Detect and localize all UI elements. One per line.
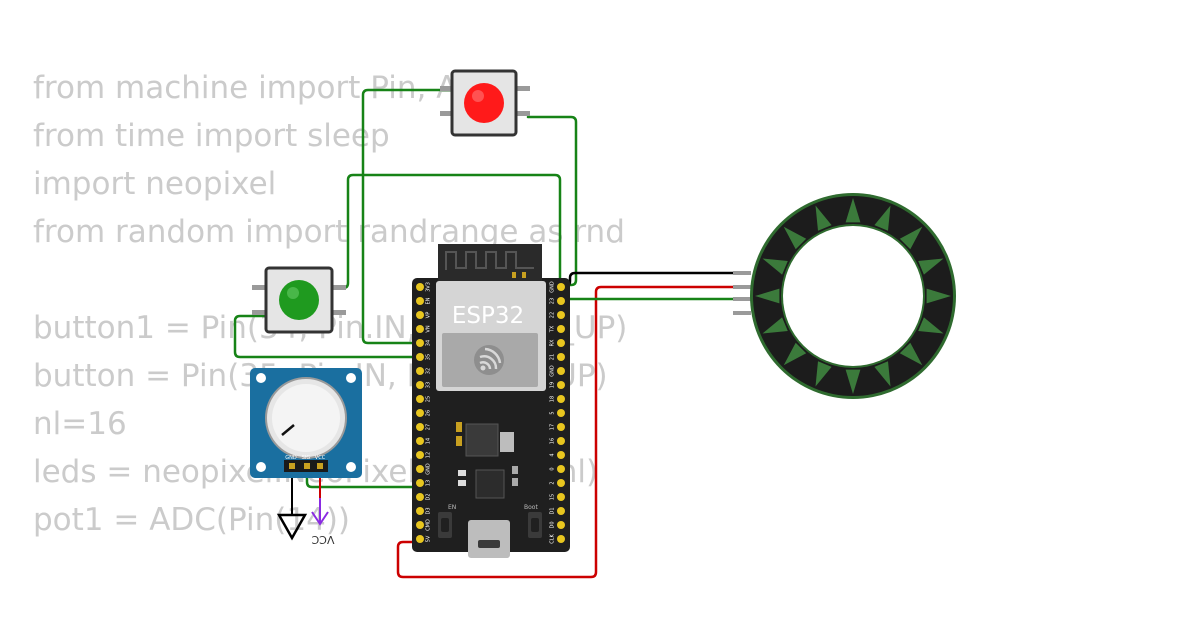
pin-label: 2 [550, 481, 556, 484]
wire-green-green-button-pin35[interactable] [233, 314, 422, 359]
neopixel-led [783, 342, 807, 366]
esp32-left-pin-headers [416, 283, 424, 543]
wire-red-ring-vcc[interactable] [396, 285, 737, 579]
code-line: nl=16 [33, 406, 127, 442]
esp32-right-pin-headers [557, 283, 565, 543]
code-line: import neopixel [33, 166, 277, 202]
pin-label: 22 [550, 312, 556, 318]
neopixel-led [918, 317, 944, 334]
pin-label: 33 [426, 382, 432, 388]
neopixel-led [762, 258, 788, 275]
espressif-logo-icon [474, 345, 504, 375]
esp32-label: ESP32 [452, 303, 524, 329]
neopixel-led [815, 361, 832, 387]
neopixel-led [899, 226, 923, 250]
pin-label: VN [426, 325, 432, 332]
neopixel-led [755, 288, 780, 304]
neopixel-led [874, 361, 891, 387]
pin-label: GND [550, 281, 556, 293]
pin-label: TX [550, 325, 556, 333]
ground-symbol-icon [276, 513, 308, 541]
neopixel-led [899, 342, 923, 366]
neopixel-led [845, 369, 861, 394]
esp32-left-pin-labels: 3V3 EN VP VN 34 35 32 33 25 26 27 14 12 … [426, 282, 432, 542]
pin-label: D3 [426, 507, 432, 514]
neopixel-led [815, 205, 832, 231]
pin-label: 27 [426, 424, 432, 430]
pin-label: 21 [550, 354, 556, 360]
code-line: from time import sleep [33, 118, 390, 154]
pin-label: 18 [550, 396, 556, 402]
pin-label: 13 [426, 480, 432, 486]
esp32-boot-button[interactable] [528, 512, 542, 538]
pin-label: CMD [426, 519, 432, 531]
pot-pin-label-gnd: GND [285, 455, 297, 461]
esp32-board-components: EN Boot [448, 422, 538, 511]
neopixel-led [874, 205, 891, 231]
pin-label: 0 [550, 467, 556, 470]
esp32-en-label: EN [448, 504, 456, 511]
vcc-symbol-label: VCC [311, 533, 334, 546]
potentiometer[interactable]: GND SIG VCC [250, 368, 362, 478]
pin-label: 35 [426, 354, 432, 360]
wire-green-red-button-gnd[interactable] [526, 115, 578, 287]
pin-label: 34 [426, 340, 432, 346]
pin-label: 12 [426, 452, 432, 458]
esp32-board[interactable]: ESP32 [412, 244, 570, 558]
pin-label: CLK [550, 534, 556, 544]
red-push-button[interactable] [440, 69, 530, 137]
pin-label: EN [426, 297, 432, 304]
pin-label: 15 [550, 494, 556, 500]
neopixel-led [918, 258, 944, 275]
pin-label: 32 [426, 368, 432, 374]
pin-label: 3V3 [426, 282, 432, 292]
pin-label: 4 [550, 453, 556, 456]
pin-label: 23 [550, 298, 556, 304]
esp32-antenna-contact-2 [522, 272, 526, 278]
potentiometer-knob-indicator [281, 424, 295, 436]
pin-label: RX [550, 339, 556, 346]
neopixel-led [845, 198, 861, 223]
wire-green-green-button-gnd[interactable] [330, 173, 562, 290]
pot-pin-label-sig: SIG [302, 455, 311, 461]
pin-label: D0 [550, 521, 556, 528]
pin-label: GND [426, 463, 432, 475]
vcc-symbol-icon: VCC [311, 498, 334, 546]
pin-label: VP [426, 312, 432, 318]
pin-label: 5V [426, 535, 432, 542]
green-button-cap[interactable] [279, 280, 319, 320]
neopixel-ring[interactable] [733, 193, 956, 399]
wire-green-red-button-pin34[interactable] [361, 88, 456, 345]
esp32-antenna-trace [445, 251, 534, 270]
esp32-boot-label: Boot [524, 504, 538, 511]
esp32-antenna-contact-1 [512, 272, 516, 278]
pin-label: D1 [550, 507, 556, 514]
esp32-en-button[interactable] [438, 512, 452, 538]
neopixel-leds [755, 198, 951, 394]
neopixel-led [926, 288, 951, 304]
esp32-antenna [438, 244, 542, 284]
wires [233, 88, 737, 579]
red-button-cap[interactable] [464, 83, 504, 123]
neopixel-ring-center [783, 226, 923, 366]
neopixel-led [783, 226, 807, 250]
pin-label: 19 [550, 382, 556, 388]
pin-label: 17 [550, 424, 556, 430]
esp32-right-pin-labels: GND 23 22 TX RX 21 GND 19 18 5 17 16 4 0… [550, 281, 556, 544]
pin-label: 26 [426, 410, 432, 416]
wire-green-pot-sig[interactable] [305, 466, 422, 489]
pin-label: 14 [426, 438, 432, 444]
esp32-usb-port[interactable] [468, 520, 510, 558]
neopixel-led [762, 317, 788, 334]
pin-label: 25 [426, 396, 432, 402]
pin-label: GND [550, 365, 556, 377]
pin-label: D2 [426, 493, 432, 500]
pin-label: 16 [550, 438, 556, 444]
pin-label: 5 [550, 411, 556, 414]
pot-pin-label-vcc: VCC [315, 455, 326, 461]
wire-black-ring-gnd[interactable] [560, 271, 737, 288]
green-push-button[interactable] [252, 266, 346, 334]
